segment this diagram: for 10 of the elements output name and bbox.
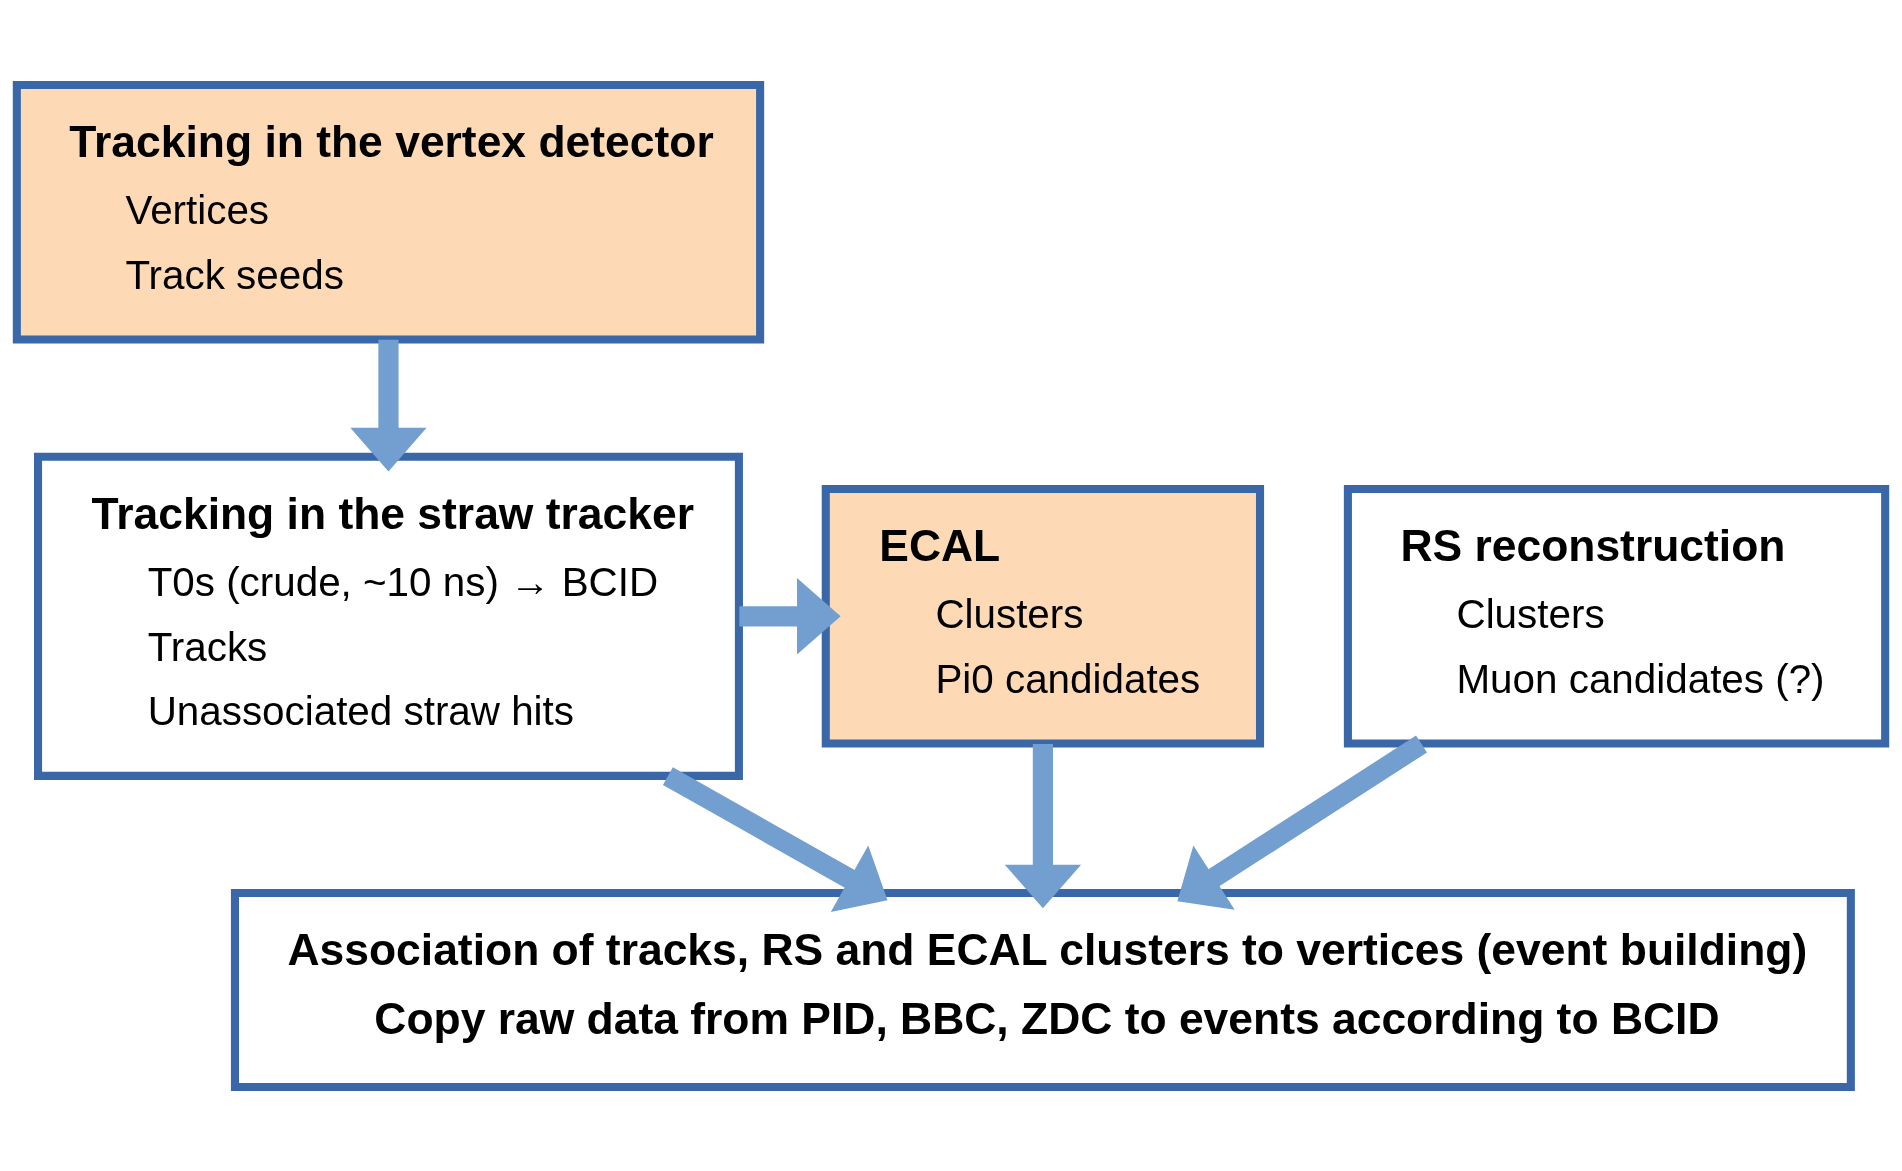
- node-box: Tracking in the vertex detector Vertices Track seeds: [12, 80, 765, 344]
- arrow: [1177, 735, 1427, 910]
- node-box: Association of tracks, RS and ECAL clusters to vertices (event building) Copy raw data from PID, BBC, ZDC to events according to BCID: [230, 888, 1855, 1091]
- arrow: [350, 339, 427, 471]
- node-box: RS reconstruction Clusters Muon candidates (?): [1343, 484, 1890, 748]
- arrow: [662, 766, 888, 912]
- arrow: [1004, 743, 1082, 908]
- node-box: ECAL Clusters Pi0 candidates: [821, 484, 1265, 748]
- arrow: [739, 577, 841, 654]
- node-box: Tracking in the straw tracker T0s (crude, ~10 ns) → BCID Tracks Unassociated straw hits: [34, 452, 743, 780]
